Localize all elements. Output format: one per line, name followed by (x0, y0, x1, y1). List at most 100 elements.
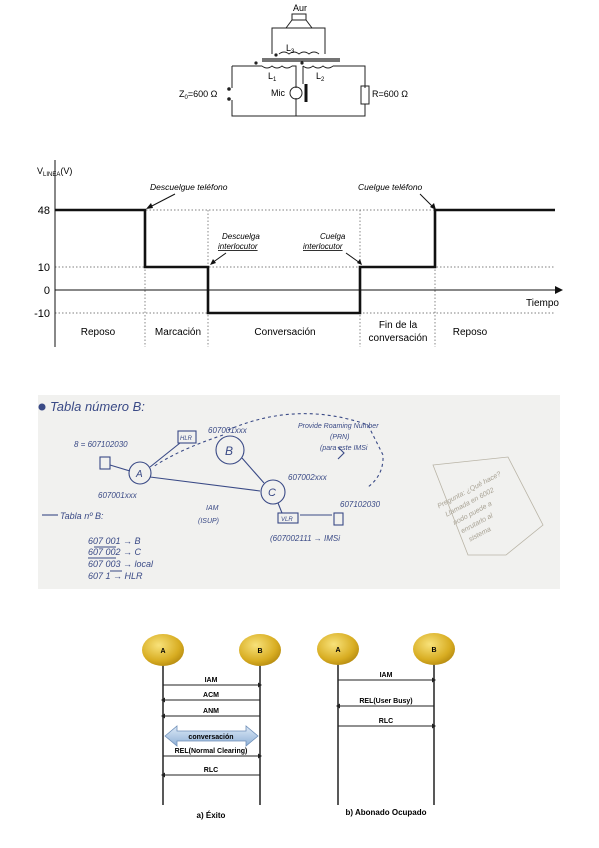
l3-label: L3 (286, 43, 295, 55)
arrowhead (258, 682, 262, 688)
annotation-arrow (345, 252, 361, 264)
board-node-a: A (135, 469, 143, 480)
mic-icon (289, 84, 308, 102)
node-b-right (413, 633, 455, 665)
speaker-label: Aur (293, 3, 307, 13)
annotation-arrow (147, 193, 176, 209)
circuit-wires (231, 27, 366, 117)
node-a-right (317, 633, 359, 665)
board-roaming-2: (PRN) (330, 434, 349, 441)
board-table-row: 607 003 → local (88, 559, 154, 569)
board-table-row: 607 1 → HLR (88, 571, 143, 581)
left-messages (163, 684, 260, 776)
annotation-cuelgue: Cuelgue teléfono (358, 182, 423, 192)
board-faded-note: Pregunta: ¿Qué hace? Llamada en 6002 nod… (437, 471, 503, 544)
annotation-arrowhead (146, 203, 153, 209)
board-node-c: C (268, 487, 276, 499)
node-b-left (239, 634, 281, 666)
board-table-row: 607 002 → C (88, 547, 142, 557)
node-b-circle (215, 435, 245, 465)
annotation-descuelgue: Descuelgue teléfono (150, 182, 228, 192)
annotation-arrowhead (357, 259, 362, 265)
whiteboard-sketch: Tabla número B: 8 = 607102030 HLR 607001… (38, 399, 544, 581)
board-iam: IAM (206, 505, 219, 512)
node-a-right-label: A (335, 647, 340, 654)
node-b-left-label: B (257, 648, 262, 655)
board-imsi-line: (607002111 → IMSi (270, 534, 340, 543)
msg-anm: ANM (203, 708, 219, 715)
node-a-left-label: A (160, 648, 165, 655)
isup-signalling-diagrams: A B IAM ACM ANM conversación REL(Normal … (142, 633, 455, 820)
x-axis-label: Tiempo (526, 298, 559, 309)
dot-marker (300, 61, 304, 65)
arrowhead (161, 697, 165, 703)
mic-label: Mic (271, 88, 285, 98)
node-a-left (142, 634, 184, 666)
msg-iam: IAM (380, 672, 393, 679)
phase-reposo-2: Reposo (453, 327, 488, 338)
arrowhead (258, 753, 262, 759)
annotation-descuelga-1: Descuelga (222, 232, 260, 241)
speaker-icon (285, 13, 313, 29)
y-tick-label: 0 (44, 285, 50, 297)
annotation-arrowhead (210, 259, 216, 265)
msg-acm: ACM (203, 692, 219, 699)
board-table-row: 607 001 → B (88, 536, 141, 546)
msg-rlc: RLC (204, 767, 218, 774)
board-isup: (ISUP) (198, 518, 219, 525)
msg-rel-busy: REL(User Busy) (359, 698, 412, 705)
board-number-top: 8 = 607102030 (74, 440, 128, 449)
arrowhead (161, 772, 165, 778)
y-tick-label: -10 (34, 308, 50, 320)
dot-marker (274, 53, 278, 57)
y-tick-label: 10 (38, 262, 50, 274)
annotation-descuelga-2: interlocutor (218, 242, 258, 251)
board-roaming-3: (para este IMSi (320, 445, 368, 452)
msg-conversacion: conversación (188, 734, 233, 741)
conversation-arrow (164, 725, 259, 747)
line-voltage-chart: VLINEA(V) Tiempo 48 10 0 -10 Descuelgue tel… (34, 160, 563, 347)
msg-iam: IAM (205, 677, 218, 684)
board-vlr: VLR (281, 517, 293, 523)
resistor-r (360, 85, 370, 105)
z0-terminal (227, 87, 231, 91)
board-table-title: Tabla nº B: (60, 511, 104, 521)
phase-fin-2: conversación (369, 333, 428, 344)
arrowhead (336, 703, 340, 709)
board-node-b: B (225, 444, 233, 458)
z0-terminal (227, 97, 231, 101)
z0-label: Z0=600 Ω (179, 89, 218, 101)
caption-exito: a) Éxito (197, 811, 226, 820)
node-c-circle (260, 479, 286, 505)
board-a-number: 607001xxx (98, 491, 138, 500)
board-vlr-number: 607102030 (340, 500, 381, 509)
board-b-number: 607001xxx (208, 426, 248, 435)
arrowhead (432, 723, 436, 729)
phase-reposo-1: Reposo (81, 327, 116, 338)
board-c-number: 607002xxx (288, 473, 328, 482)
board-roaming-1: Provide Roaming Number (298, 423, 379, 430)
arrowhead (161, 713, 165, 719)
y-tick-label: 48 (38, 205, 50, 217)
dashed-path-b (227, 413, 384, 488)
phase-fin-1: Fin de la (379, 320, 418, 331)
r-label: R=600 Ω (372, 89, 408, 99)
dot-marker (254, 61, 258, 65)
msg-rel-normal: REL(Normal Clearing) (175, 748, 248, 755)
node-a-circle (128, 461, 152, 485)
y-tick-labels: 48 10 0 -10 (34, 205, 50, 320)
annotation-cuelga-2: interlocutor (303, 242, 343, 251)
y-axis-label: VLINEA(V) (37, 166, 72, 178)
caption-ocupado: b) Abonado Ocupado (345, 808, 426, 817)
right-messages (338, 679, 434, 727)
node-b-right-label: B (431, 647, 436, 654)
x-axis-arrow (555, 286, 563, 294)
msg-rlc: RLC (379, 718, 393, 725)
arrowhead (432, 677, 436, 683)
l1-label: L1 (268, 71, 277, 83)
voltage-series-line (55, 208, 555, 315)
phase-marcacion: Marcación (155, 327, 201, 338)
phase-conversacion: Conversación (254, 327, 315, 338)
whiteboard-photo: Tabla número B: 8 = 607102030 HLR 607001… (38, 395, 560, 589)
l2-label: L2 (316, 71, 325, 83)
